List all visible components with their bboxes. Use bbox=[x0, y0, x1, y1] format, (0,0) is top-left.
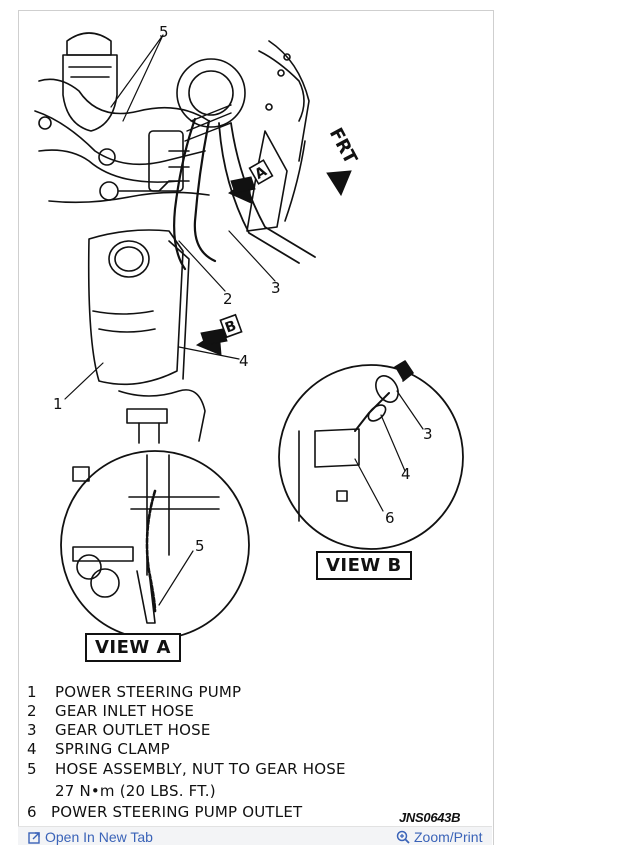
view-b-callout-4: 4 bbox=[401, 465, 411, 483]
view-b-label: VIEW B bbox=[316, 551, 412, 580]
callout-3: 3 bbox=[271, 279, 281, 297]
external-link-icon bbox=[28, 831, 41, 844]
diagram-frame: 5 2 3 4 1 5 3 4 6 A B FRT VIEW A VIEW B … bbox=[18, 10, 494, 845]
view-b-callout-6: 6 bbox=[385, 509, 395, 527]
zoom-icon bbox=[396, 830, 410, 844]
diagram-illustration: 5 2 3 4 1 5 3 4 6 A B FRT bbox=[34, 23, 464, 640]
callout-1: 1 bbox=[53, 395, 63, 413]
front-arrow-label: FRT bbox=[325, 124, 362, 168]
image-toolbar: Open In New Tab Zoom/Print bbox=[18, 826, 492, 845]
zoom-print-label: Zoom/Print bbox=[414, 829, 483, 845]
callout-4: 4 bbox=[239, 352, 249, 370]
view-b-callout-3: 3 bbox=[423, 425, 433, 443]
view-a-label: VIEW A bbox=[85, 633, 181, 662]
callout-5: 5 bbox=[159, 23, 169, 41]
view-a-callout-5: 5 bbox=[195, 537, 205, 555]
figure-code: JNS0643B bbox=[399, 810, 461, 825]
zoom-print-link[interactable]: Zoom/Print bbox=[396, 829, 482, 845]
open-new-tab-link[interactable]: Open In New Tab bbox=[28, 829, 153, 845]
view-b-marker: B bbox=[223, 318, 239, 337]
callout-2: 2 bbox=[223, 290, 233, 308]
open-new-tab-label: Open In New Tab bbox=[45, 829, 153, 845]
